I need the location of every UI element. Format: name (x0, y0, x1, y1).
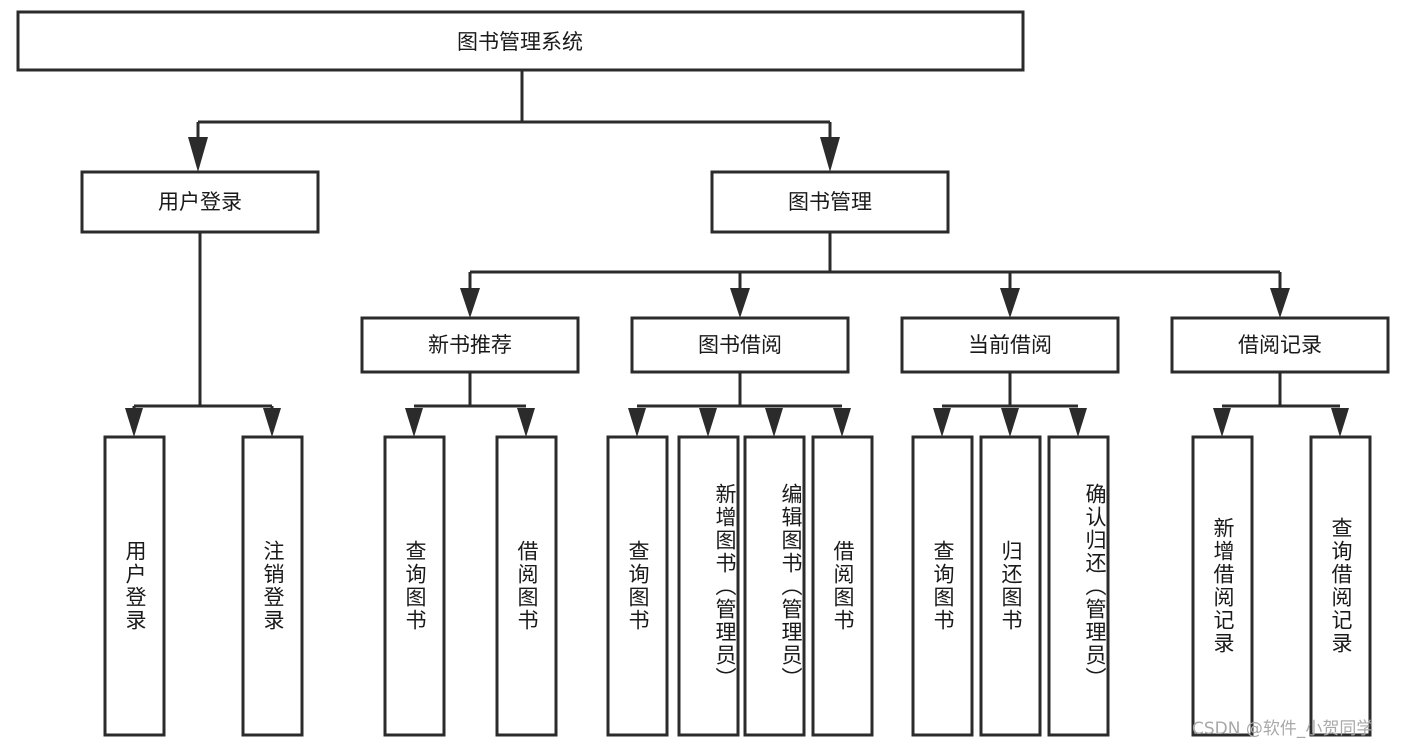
connector-group-book-mgmt-to-level3 (460, 232, 1290, 318)
node-new-book-recommend-label: 新书推荐 (428, 333, 512, 357)
arrow-head-cb-leaf-2 (1001, 408, 1019, 437)
arrow-head-leaf-logout (263, 408, 281, 437)
leaf-box-add-borrow-record[interactable] (1191, 435, 1254, 737)
node-current-borrow-box[interactable] (900, 316, 1120, 374)
connector-group-borrow-record-to-leaves (1213, 372, 1349, 437)
node-user-login[interactable]: 用户登录 (80, 170, 320, 234)
arrow-head-br-leaf-1 (1213, 408, 1231, 437)
csdn-watermark: CSDN @软件_小贺同学 (1192, 719, 1374, 739)
leaf-group-user-login (103, 435, 304, 737)
leaf-box-query-book-bb[interactable] (606, 435, 669, 737)
node-book-borrow[interactable]: 图书借阅 (630, 316, 850, 374)
leaf-box-confirm-return-admin[interactable] (1047, 435, 1110, 737)
leaf-box-borrow-book-nb[interactable] (495, 435, 558, 737)
connector-group-root-to-level2 (188, 70, 840, 172)
node-current-borrow[interactable]: 当前借阅 (900, 316, 1120, 374)
node-new-book-recommend-box[interactable] (360, 316, 580, 374)
leaf-group-book-borrow (606, 435, 874, 737)
arrow-head-current-borrow (1000, 288, 1020, 318)
arrow-head-book-mgmt (820, 137, 840, 172)
node-book-borrow-label: 图书借阅 (698, 333, 782, 357)
leaf-box-logout[interactable] (241, 435, 304, 737)
arrow-head-book-borrow (730, 288, 750, 318)
arrow-head-bb-leaf-2 (699, 408, 717, 437)
node-book-management[interactable]: 图书管理 (710, 170, 950, 234)
arrow-head-user-login (188, 137, 208, 172)
node-root-book-management-system[interactable]: 图书管理系统 (16, 10, 1025, 72)
arrow-head-borrow-record (1270, 288, 1290, 318)
node-new-book-recommend[interactable]: 新书推荐 (360, 316, 580, 374)
arrow-head-bb-leaf-4 (833, 408, 851, 437)
leaf-box-query-borrow-record[interactable] (1309, 435, 1372, 737)
leaf-box-return-book[interactable] (979, 435, 1042, 737)
leaf-box-add-book-admin[interactable] (677, 435, 740, 737)
arrow-head-nb-leaf-2 (517, 408, 535, 437)
leaf-group-borrow-record (1191, 435, 1372, 737)
node-borrow-record[interactable]: 借阅记录 (1170, 316, 1390, 374)
leaf-box-edit-book-admin[interactable] (743, 435, 806, 737)
node-book-management-label: 图书管理 (788, 190, 872, 214)
node-current-borrow-label: 当前借阅 (968, 333, 1052, 357)
leaf-group-new-book-recommend (383, 435, 558, 737)
arrow-head-new-book (460, 288, 480, 318)
node-user-login-label: 用户登录 (158, 190, 242, 214)
leaf-box-query-book-nb[interactable] (383, 435, 446, 737)
arrow-head-cb-leaf-3 (1069, 408, 1087, 437)
leaf-box-user-login[interactable] (103, 435, 166, 737)
arrow-head-bb-leaf-1 (628, 408, 646, 437)
arrow-head-cb-leaf-1 (933, 408, 951, 437)
node-borrow-record-box[interactable] (1170, 316, 1390, 374)
node-book-management-box[interactable] (710, 170, 950, 234)
connector-group-user-login-to-leaves (125, 232, 281, 437)
node-user-login-box[interactable] (80, 170, 320, 234)
leaf-box-borrow-book-bb[interactable] (811, 435, 874, 737)
arrow-head-nb-leaf-1 (405, 408, 423, 437)
arrow-head-leaf-user-login (125, 408, 143, 437)
node-book-borrow-box[interactable] (630, 316, 850, 374)
leaf-box-query-book-cb[interactable] (911, 435, 974, 737)
arrow-head-br-leaf-2 (1331, 408, 1349, 437)
connector-group-book-borrow-to-leaves (628, 372, 851, 437)
leaf-group-current-borrow (911, 435, 1110, 737)
connector-group-current-borrow-to-leaves (933, 372, 1087, 437)
arrow-head-bb-leaf-3 (765, 408, 783, 437)
connector-group-new-book-to-leaves (405, 372, 535, 437)
node-root-label: 图书管理系统 (457, 30, 583, 54)
node-root-box[interactable] (16, 10, 1025, 72)
node-borrow-record-label: 借阅记录 (1238, 333, 1322, 357)
